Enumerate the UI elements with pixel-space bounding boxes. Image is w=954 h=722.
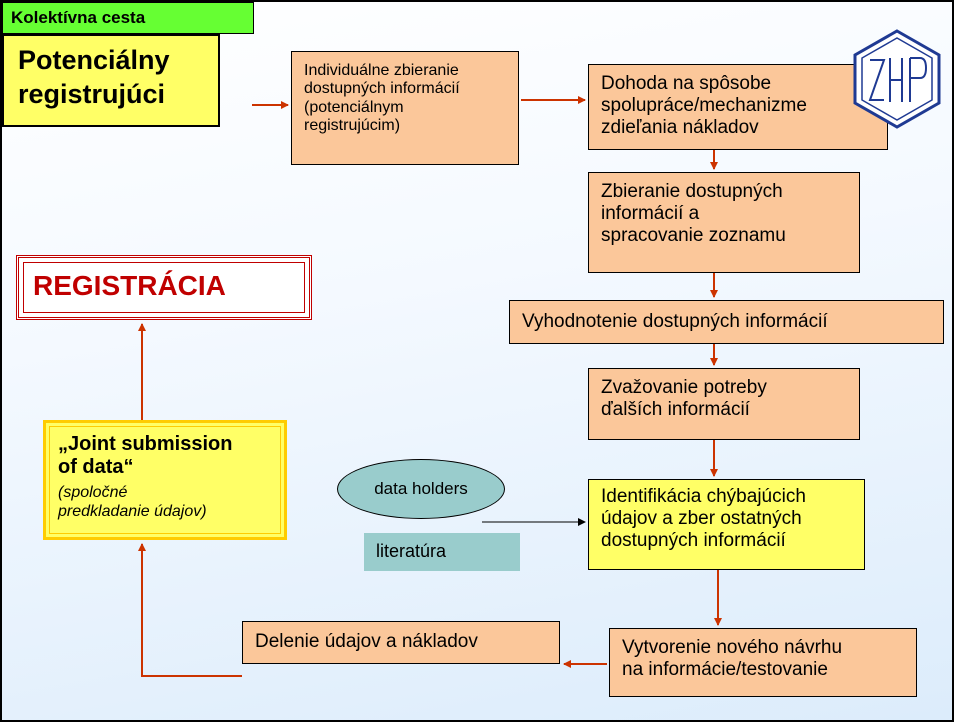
step-new-proposal: Vytvorenie nového návrhu na informácie/t… <box>609 628 917 697</box>
step-consider-needs: Zvažovanie potreby ďalších informácií <box>588 368 860 440</box>
step-agreement: Dohoda na spôsobe spolupráce/mechanizme … <box>588 64 888 150</box>
joint-submission-subtitle: (spoločné predkladanie údajov) <box>58 484 207 521</box>
step-evaluation: Vyhodnotenie dostupných informácií <box>509 300 944 344</box>
source-literature: literatúra <box>364 533 520 571</box>
step-collect-and-list: Zbieranie dostupných informácií a spraco… <box>588 172 860 273</box>
step-identify-missing: Identifikácia chýbajúcich údajov a zber … <box>588 479 865 570</box>
source-data-holders: data holders <box>337 459 505 519</box>
joint-submission-box: „Joint submission of data“ (spoločné pre… <box>43 420 287 540</box>
joint-submission-title: „Joint submission of data“ <box>58 433 233 478</box>
start-potential-registrant: Potenciálny registrujúci <box>2 34 220 127</box>
step-share-data-costs: Delenie údajov a nákladov <box>242 621 560 664</box>
step-individual-collection: Individuálne zbieranie dostupných inform… <box>291 51 519 165</box>
registration-box: REGISTRÁCIA <box>16 255 312 320</box>
arrow-step8-to-joint <box>138 543 242 677</box>
zhp-hexagon-logo <box>853 29 941 129</box>
page-title: Kolektívna cesta <box>2 2 254 34</box>
